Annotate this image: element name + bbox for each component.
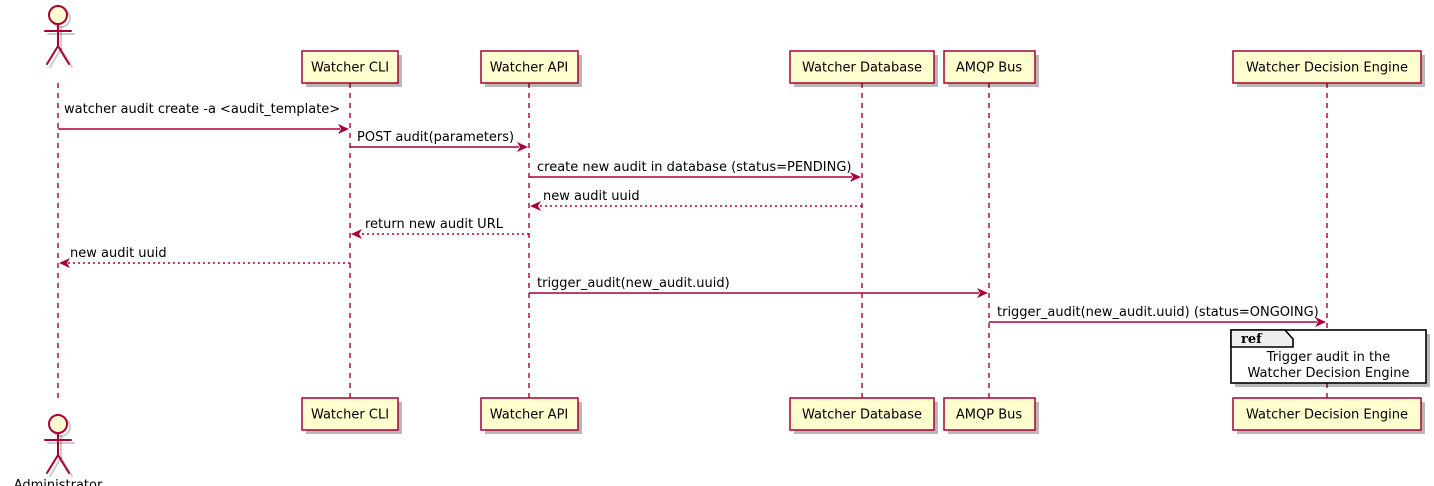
messages-layer: watcher audit create -a <audit_template>… <box>58 102 1326 327</box>
ref-tab-label: ref <box>1241 332 1263 347</box>
participant-box[interactable] <box>1232 50 1422 84</box>
message-label: trigger_audit(new_audit.uuid) <box>537 276 730 291</box>
ref-tab <box>1230 329 1294 348</box>
participant-watcher-decision-engine[interactable]: Watcher Decision Engine <box>1232 397 1425 434</box>
actor-label-administrator: Administrator <box>14 478 103 486</box>
message-label: new audit uuid <box>543 189 640 204</box>
participant-box[interactable] <box>943 50 1036 84</box>
participant-box[interactable] <box>301 50 399 84</box>
participant-label: Watcher Decision Engine <box>1246 408 1408 423</box>
participant-box[interactable] <box>480 50 579 84</box>
message-msg-3: create new audit in database (status=PEN… <box>529 160 861 182</box>
participant-label: AMQP Bus <box>956 408 1022 423</box>
participant-label: Watcher Database <box>802 408 922 423</box>
message-arrowhead <box>850 172 861 182</box>
participant-label: Watcher Database <box>802 61 922 76</box>
participant-box[interactable] <box>789 397 935 431</box>
participant-watcher-api[interactable]: Watcher API <box>480 397 582 434</box>
message-arrowhead <box>351 229 362 239</box>
participant-watcher-cli[interactable]: Watcher CLI <box>301 50 402 87</box>
actor-head-icon <box>48 414 68 434</box>
participant-box[interactable] <box>1232 397 1422 431</box>
message-msg-4: new audit uuid <box>530 189 862 211</box>
message-arrowhead <box>338 124 349 134</box>
lifelines-layer <box>57 83 1328 398</box>
participant-label: Watcher CLI <box>311 61 389 76</box>
participants-layer: AdministratorAdministratorWatcher CLIWat… <box>14 0 1425 486</box>
message-msg-1: watcher audit create -a <audit_template> <box>58 102 349 134</box>
message-msg-7: trigger_audit(new_audit.uuid) <box>529 276 988 298</box>
ref-text-line: Trigger audit in the <box>1266 350 1391 365</box>
participant-label: Watcher API <box>490 408 569 423</box>
participant-label: Watcher CLI <box>311 408 389 423</box>
message-msg-2: POST audit(parameters) <box>350 130 528 152</box>
actor-head-icon <box>48 5 68 25</box>
participant-box[interactable] <box>480 397 579 431</box>
message-arrowhead <box>530 201 541 211</box>
message-label: trigger_audit(new_audit.uuid) (status=ON… <box>997 305 1319 320</box>
participant-label: AMQP Bus <box>956 61 1022 76</box>
participant-box[interactable] <box>943 397 1036 431</box>
participant-watcher-database[interactable]: Watcher Database <box>789 50 938 87</box>
participant-watcher-database[interactable]: Watcher Database <box>789 397 938 434</box>
participant-label: Watcher Decision Engine <box>1246 61 1408 76</box>
actor-administrator: Administrator <box>14 0 103 68</box>
actor-administrator: Administrator <box>14 414 103 486</box>
participant-label: Watcher API <box>490 61 569 76</box>
message-label: create new audit in database (status=PEN… <box>537 160 852 175</box>
participant-amqp-bus[interactable]: AMQP Bus <box>943 50 1039 87</box>
message-arrowhead <box>1315 317 1326 327</box>
message-msg-8: trigger_audit(new_audit.uuid) (status=ON… <box>989 305 1326 327</box>
actor-label-administrator: Administrator <box>14 0 103 1</box>
message-msg-6: new audit uuid <box>59 246 350 268</box>
participant-watcher-decision-engine[interactable]: Watcher Decision Engine <box>1232 50 1425 87</box>
message-label: new audit uuid <box>70 246 167 261</box>
participant-box[interactable] <box>301 397 399 431</box>
participant-box[interactable] <box>789 50 935 84</box>
participant-amqp-bus[interactable]: AMQP Bus <box>943 397 1039 434</box>
message-arrowhead <box>977 288 988 298</box>
message-arrowhead <box>517 142 528 152</box>
message-label: watcher audit create -a <audit_template> <box>64 102 340 117</box>
ref-text-line: Watcher Decision Engine <box>1248 366 1410 381</box>
participant-watcher-cli[interactable]: Watcher CLI <box>301 397 402 434</box>
message-label: return new audit URL <box>365 217 504 232</box>
message-arrowhead <box>59 258 70 268</box>
message-msg-5: return new audit URL <box>351 217 529 239</box>
message-label: POST audit(parameters) <box>357 130 514 145</box>
participant-watcher-api[interactable]: Watcher API <box>480 50 582 87</box>
